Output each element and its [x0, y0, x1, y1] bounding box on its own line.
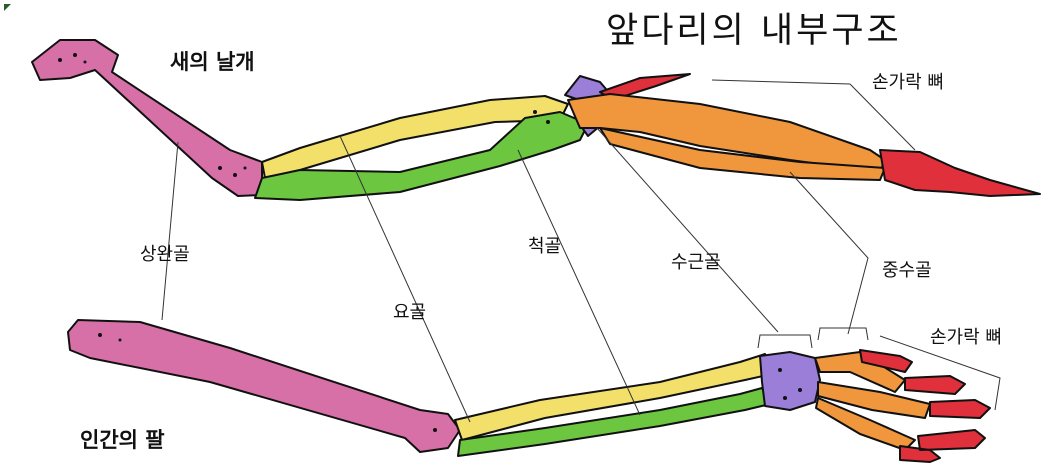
human-arm-title: 인간의 팔	[80, 424, 165, 454]
label-humerus: 상완골	[140, 240, 190, 266]
label-phalanges-bottom: 손가락 뼈	[930, 323, 1002, 349]
label-carpals: 수근골	[671, 248, 721, 274]
label-ulna: 척골	[528, 232, 561, 258]
bird-wing-title: 새의 날개	[170, 46, 255, 76]
label-metacarpals: 중수골	[882, 256, 932, 282]
label-phalanges-top: 손가락 뼈	[872, 68, 944, 94]
human-metacarpals	[815, 352, 930, 450]
label-radius: 요골	[393, 298, 426, 324]
human-carpals	[760, 352, 820, 410]
bird-phalanges	[880, 150, 1040, 196]
diagram-title: 앞다리의 내부구조	[606, 2, 902, 53]
